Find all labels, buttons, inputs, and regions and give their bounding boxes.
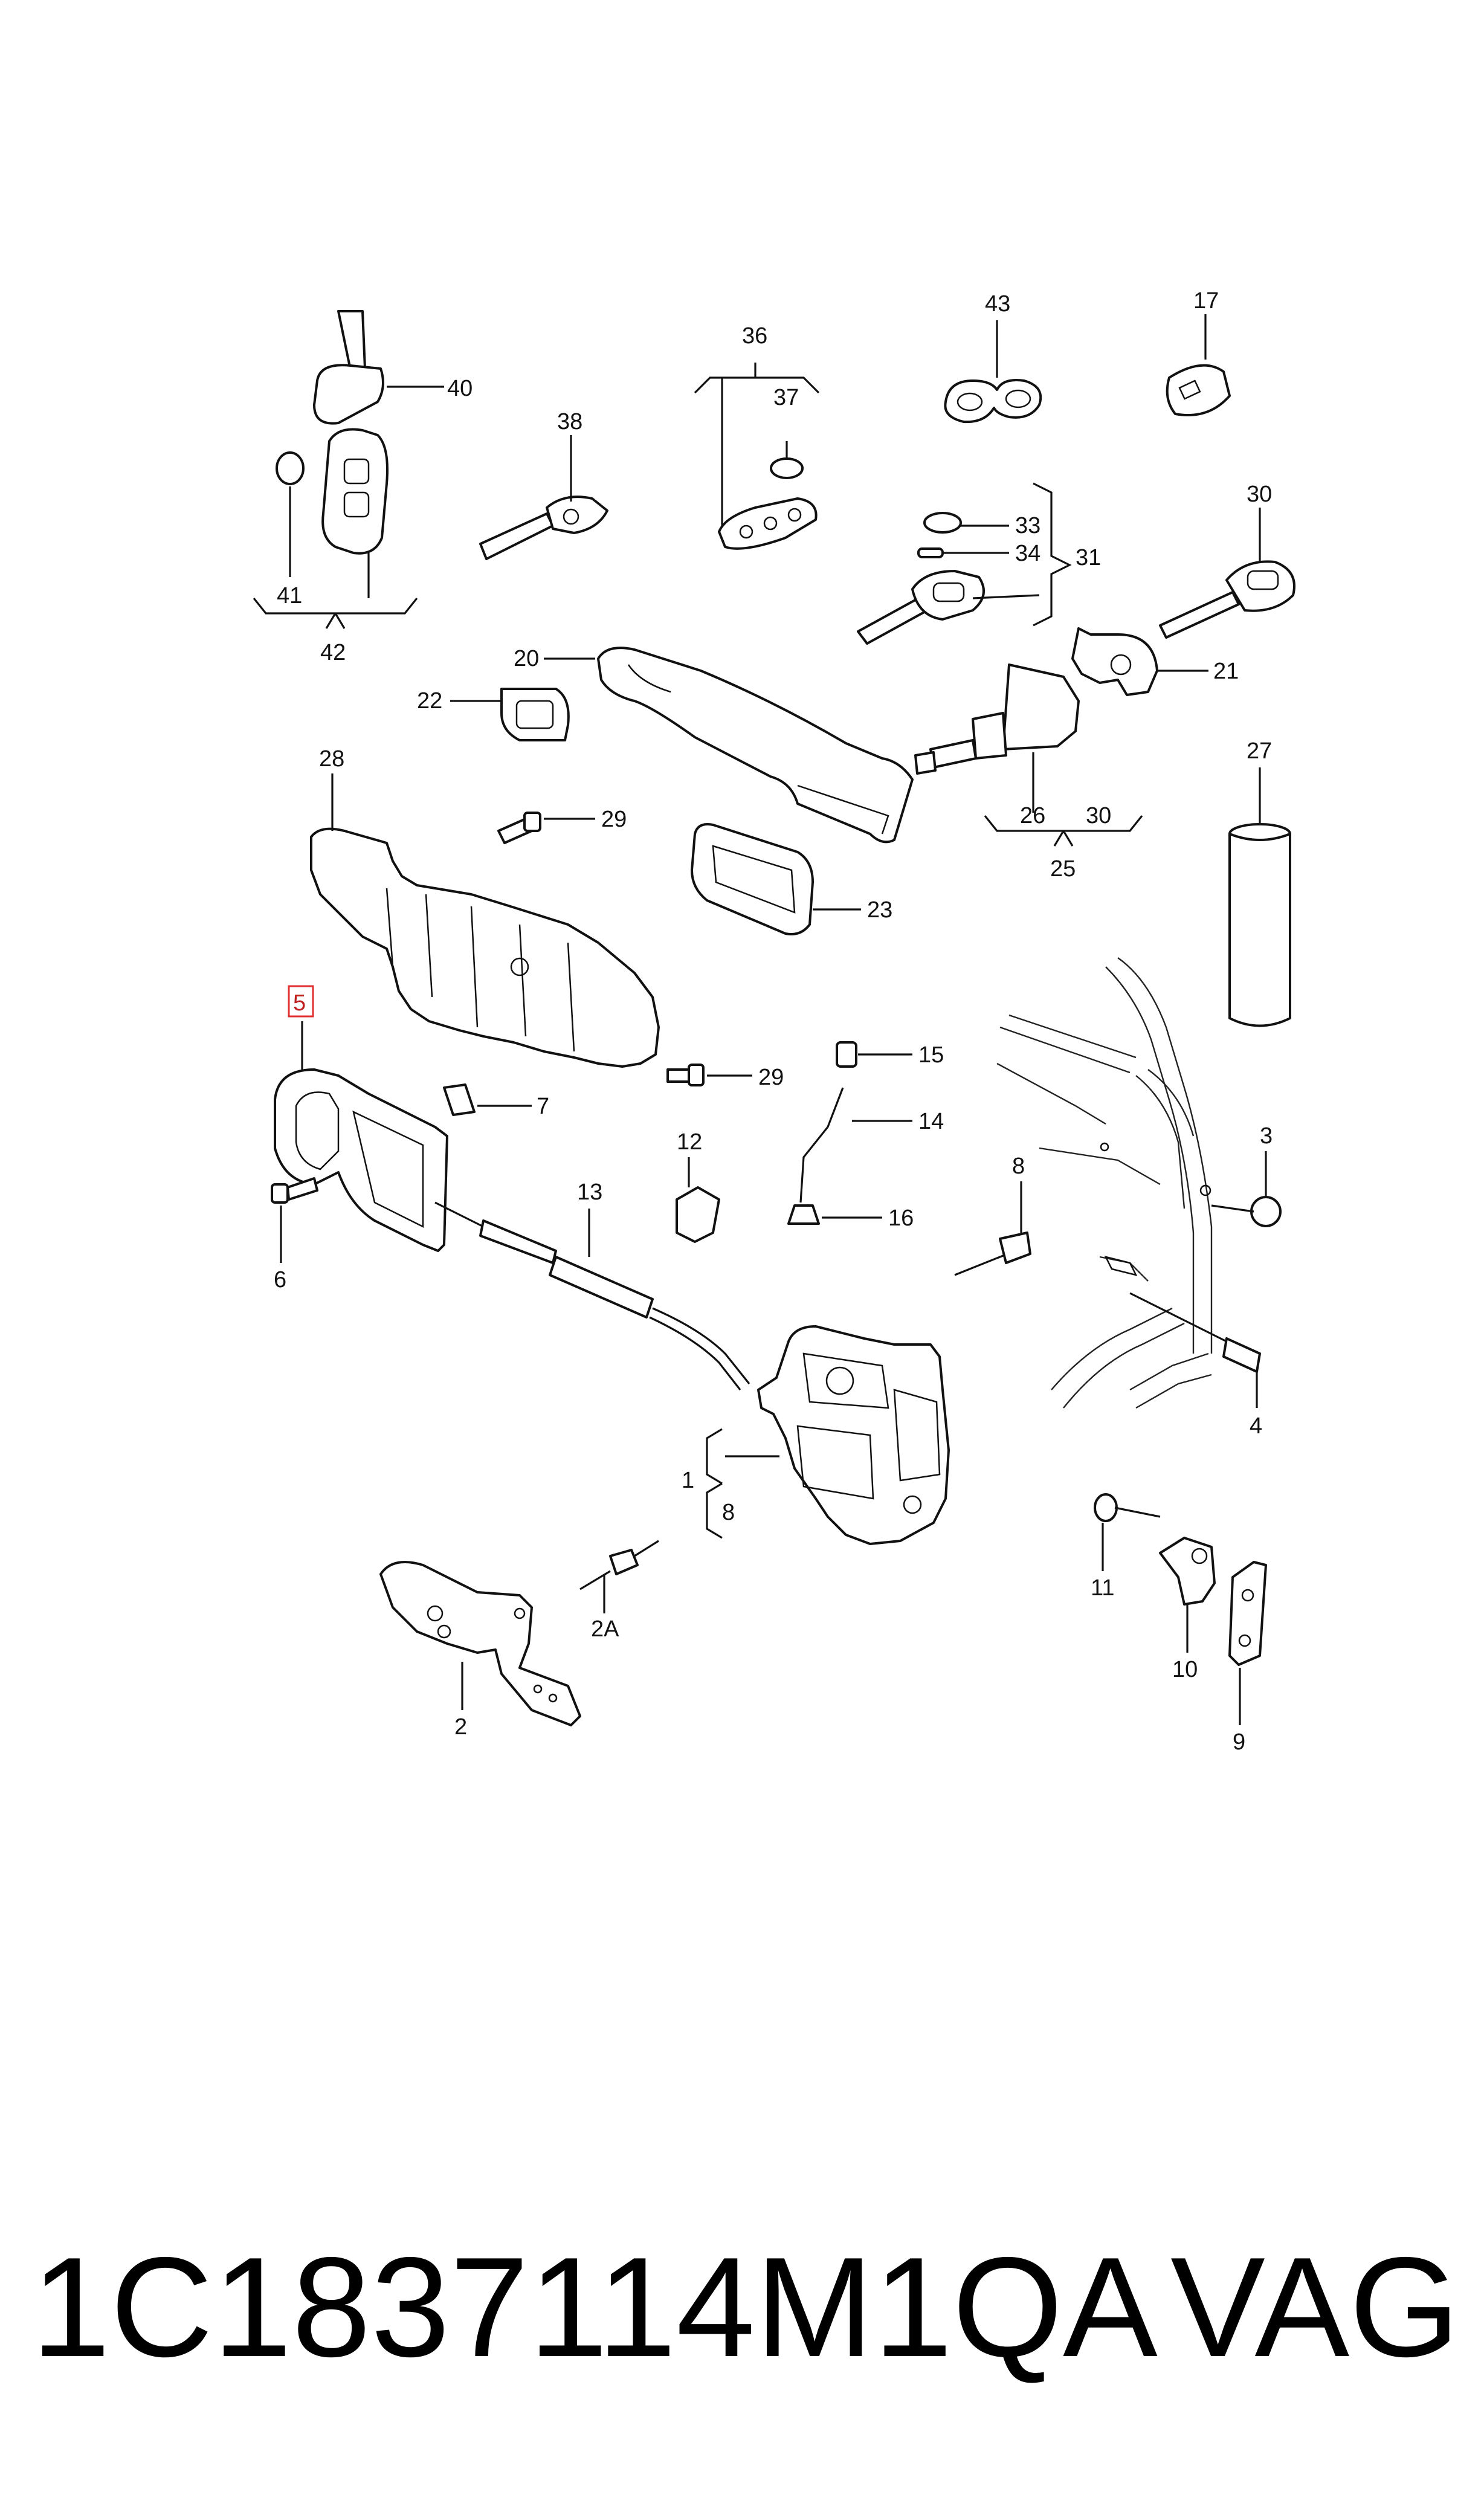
brace-1-lower	[706, 1482, 723, 1539]
key-group-part-31	[857, 512, 1040, 645]
pin-part-8	[954, 1181, 1031, 1276]
callout-36: 36	[742, 323, 767, 349]
cable-part-13	[434, 1201, 750, 1390]
callout-5: 5	[293, 990, 306, 1016]
callout-20: 20	[514, 646, 539, 671]
screw-part-29-lower	[666, 1064, 752, 1086]
bolt-part-4	[1129, 1292, 1261, 1408]
callout-1: 1	[682, 1468, 694, 1493]
key-part-30	[1159, 508, 1295, 639]
screw-part-6	[271, 1177, 318, 1263]
remote-fob-part-37	[718, 441, 818, 550]
callout-23: 23	[867, 897, 892, 923]
callout-40: 40	[447, 376, 473, 401]
callout-7: 7	[537, 1094, 549, 1119]
callout-12: 12	[677, 1129, 702, 1155]
callout-26: 26	[1020, 803, 1045, 828]
callout-27: 27	[1247, 738, 1272, 764]
lock-cover-part-21	[1071, 627, 1208, 696]
callout-25: 25	[1050, 856, 1076, 882]
callout-28: 28	[319, 746, 344, 772]
callout-4: 4	[1250, 1413, 1262, 1439]
callout-34: 34	[1015, 541, 1040, 566]
callout-8-upper: 8	[1012, 1154, 1025, 1179]
cap-part-17	[1166, 314, 1231, 416]
callout-9: 9	[1233, 1729, 1245, 1755]
callout-17: 17	[1193, 288, 1219, 314]
callout-29-lower: 29	[758, 1065, 784, 1090]
callout-2a: 2A	[591, 1616, 619, 1642]
inner-handle-part-5	[274, 1021, 448, 1252]
callout-labels: 40 41 42 38 36 37 43 17 33 34 31 30 21 2…	[274, 288, 1273, 1755]
callout-16: 16	[888, 1206, 914, 1231]
brand-label: VAG	[1170, 2227, 1460, 2386]
outer-handle-part-20	[544, 647, 914, 844]
spray-can-part-27	[1228, 767, 1291, 1027]
callout-3: 3	[1260, 1123, 1273, 1149]
callout-29-upper: 29	[601, 807, 627, 832]
bracket-36	[694, 376, 820, 394]
callout-15: 15	[918, 1042, 944, 1068]
ring-part-41	[276, 451, 305, 577]
callout-41: 41	[277, 583, 302, 609]
callout-22: 22	[417, 688, 442, 714]
callout-21: 21	[1213, 659, 1239, 684]
screw-part-29-upper	[497, 812, 595, 844]
callout-38: 38	[557, 409, 582, 434]
callout-14: 14	[918, 1109, 944, 1134]
callout-30-lower: 30	[1086, 803, 1111, 828]
door-frame-outline	[996, 957, 1213, 1409]
callout-37: 37	[773, 385, 799, 410]
callout-30-top: 30	[1247, 482, 1272, 507]
remote-housing-part-42	[321, 428, 389, 598]
callout-33: 33	[1015, 513, 1040, 538]
callout-2: 2	[454, 1714, 467, 1740]
callout-5-highlight-box	[288, 985, 314, 1018]
gasket-part-23	[691, 823, 861, 935]
bolt-part-11	[1094, 1493, 1161, 1571]
part-number: 1C1837114M1QA	[31, 2227, 1158, 2386]
callout-6: 6	[274, 1267, 286, 1293]
pin-part-2a	[579, 1540, 659, 1613]
clip-part-12	[676, 1157, 720, 1243]
grommet-part-3	[1211, 1151, 1282, 1227]
brace-31	[1033, 482, 1072, 627]
grommet-part-22	[450, 688, 570, 741]
bracket-25	[984, 815, 1143, 832]
key-blade-part-40	[313, 310, 444, 425]
callout-43: 43	[985, 291, 1010, 317]
callout-11: 11	[1091, 1575, 1114, 1601]
clip-part-7	[443, 1083, 532, 1116]
callout-10: 10	[1172, 1657, 1198, 1682]
callout-8-lower: 8	[722, 1500, 735, 1525]
bracket-part-2	[379, 1561, 581, 1726]
brace-1-upper	[706, 1428, 723, 1485]
rod-part-14	[787, 1041, 912, 1225]
plate-part-9	[1228, 1561, 1267, 1725]
handle-carrier-part-28	[310, 773, 660, 1068]
striker-part-10	[1159, 1537, 1216, 1653]
callout-31: 31	[1076, 545, 1101, 570]
door-lock-part-1	[725, 1325, 950, 1545]
lock-cylinder-part-26	[914, 663, 1080, 813]
callout-42: 42	[320, 640, 346, 665]
key-part-38	[479, 435, 608, 560]
gasket-part-43	[944, 320, 1042, 424]
callout-13: 13	[577, 1180, 602, 1205]
